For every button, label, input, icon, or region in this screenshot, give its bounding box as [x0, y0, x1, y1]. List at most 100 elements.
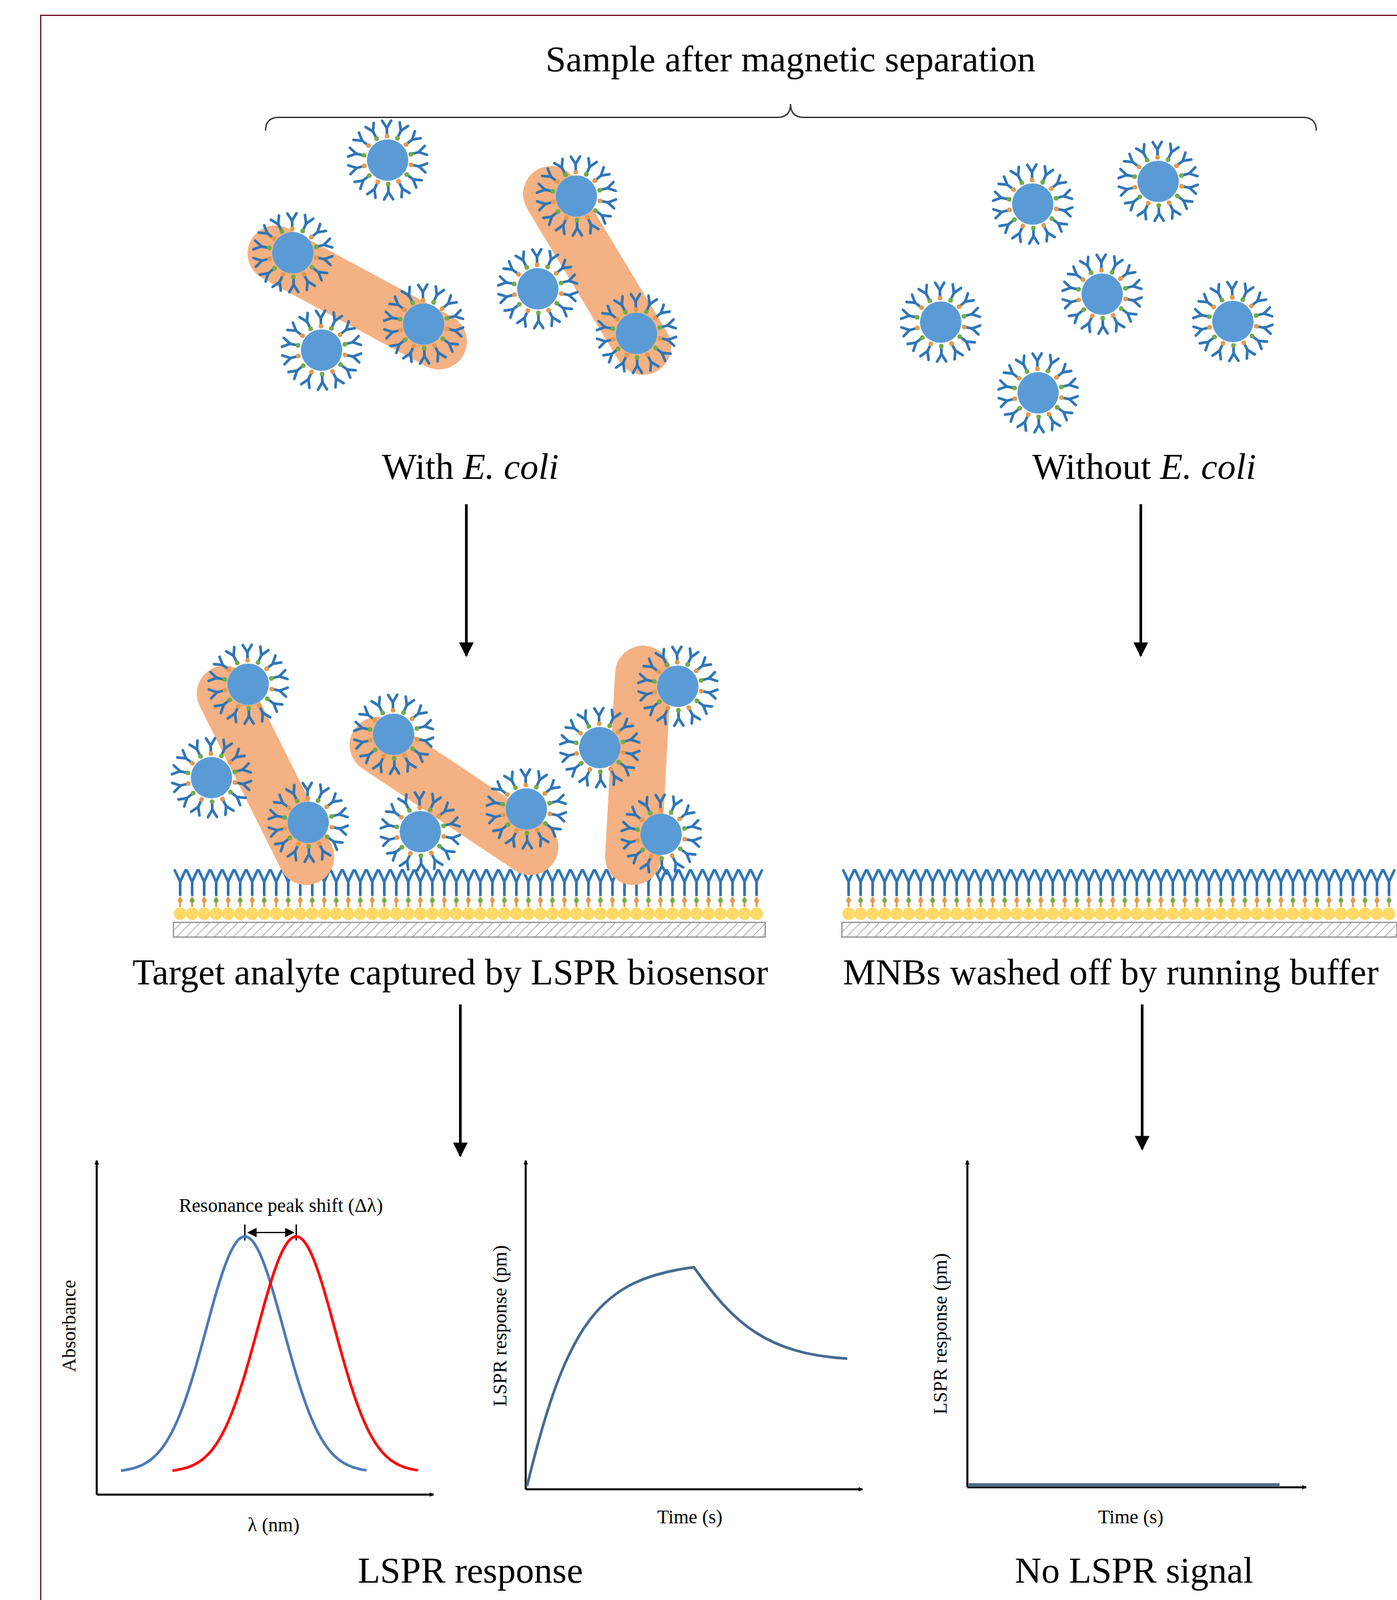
linker-dot [308, 326, 313, 331]
stage-caption: With E. coli [381, 445, 559, 488]
bead-core [517, 268, 559, 310]
linker-dot [514, 828, 520, 834]
linker-dot [1156, 202, 1161, 208]
antibody-arm [279, 670, 286, 677]
antibody [739, 870, 750, 896]
linker-dot [361, 152, 367, 158]
antibody-arm [1219, 350, 1221, 360]
antibody-arm [1010, 413, 1014, 422]
antibody-arm [591, 224, 599, 230]
antibody-arm [189, 745, 197, 750]
linker-dot [706, 898, 712, 904]
flow-arrow [458, 1004, 462, 1157]
antibody-arm [549, 216, 552, 225]
linker-dot [272, 266, 277, 271]
linker-dot [681, 826, 687, 832]
gold-nanoparticle [318, 907, 331, 921]
bead-core [399, 811, 441, 853]
linker-dot [1030, 178, 1035, 183]
antibody-arm [1033, 236, 1039, 244]
linker-dot [598, 898, 604, 904]
linker-dot [682, 837, 688, 842]
linker-dot [366, 173, 372, 179]
linker-dot [597, 198, 603, 204]
gold-nanoparticle [1142, 907, 1156, 921]
antibody-arm [515, 256, 524, 261]
linker-dot [657, 699, 662, 705]
antibody [1239, 870, 1251, 896]
antibody-arm [454, 310, 461, 317]
antibody-arm [1126, 265, 1130, 274]
linker-dot [262, 898, 267, 904]
linker-dot [402, 337, 408, 343]
bead-core [615, 312, 658, 355]
antibody-arm [418, 163, 427, 167]
linker-dot [665, 705, 671, 711]
antibody-arm [586, 777, 588, 786]
linker-dot [384, 134, 390, 139]
antibody-arm [577, 228, 582, 236]
antibody-arm [365, 127, 373, 133]
magnetic-bead [172, 738, 252, 818]
linker-dot [1011, 187, 1017, 193]
linker-dot [621, 750, 626, 756]
linker-dot [250, 898, 255, 904]
gold-nanoparticle [294, 907, 307, 921]
antibody-arm [198, 807, 200, 816]
linker-dot [1098, 898, 1104, 904]
linker-dot [362, 163, 367, 169]
linker-dot [398, 327, 403, 333]
bead-core [640, 813, 682, 856]
antibody-arm [1158, 213, 1164, 221]
linker-dot [324, 804, 329, 810]
linker-dot [490, 898, 496, 904]
linker-dot [232, 769, 237, 775]
linker-dot [1007, 207, 1013, 213]
gold-nanoparticle [726, 907, 740, 921]
antibody-arm [504, 776, 512, 782]
antibody [927, 870, 939, 896]
linker-dot [410, 300, 415, 305]
antibody [751, 870, 762, 896]
antibody-arm [1069, 396, 1078, 399]
magnetic-bead [380, 792, 461, 872]
linker-dot [1080, 277, 1086, 283]
linker-dot [1090, 313, 1095, 319]
gold-nanoparticle [1058, 907, 1072, 921]
linker-dot [421, 345, 427, 351]
antibody-arm [242, 645, 248, 653]
antibody-arm [625, 767, 634, 768]
gold-nanoparticle [546, 907, 560, 921]
gold-nanoparticle [438, 907, 451, 921]
linker-dot [658, 898, 664, 904]
antibody-arm [913, 342, 916, 351]
linker-dot [271, 236, 277, 241]
stage-region: Without E. coli [893, 106, 1395, 501]
gold-nanoparticle [354, 907, 367, 921]
linker-dot [870, 898, 876, 904]
magnetic-bead [1193, 282, 1273, 361]
linker-dot [296, 353, 301, 359]
linker-dot [634, 354, 640, 360]
antibody [378, 870, 390, 896]
stage-region: MNBs washed off by running buffer [830, 657, 1391, 1001]
linker-dot [1122, 898, 1128, 904]
linker-dot [1118, 276, 1123, 281]
antibody-arm [279, 282, 281, 291]
antibody-arm [965, 293, 969, 302]
antibody-arm [667, 319, 674, 326]
linker-dot [962, 324, 967, 330]
linker-dot [615, 346, 621, 352]
linker-dot [439, 306, 445, 311]
linker-dot [718, 898, 724, 904]
antibody-arm [1027, 164, 1033, 173]
antibody-arm [270, 830, 277, 837]
gold-nanoparticle [986, 907, 1000, 921]
antibody [1311, 870, 1323, 896]
antibody-arm [686, 853, 696, 855]
antibody-arm [664, 715, 666, 725]
antibody [1179, 870, 1191, 896]
axis-label: Time (s) [657, 1507, 723, 1529]
antibody-arm [384, 317, 393, 321]
linker-dot [927, 298, 933, 303]
